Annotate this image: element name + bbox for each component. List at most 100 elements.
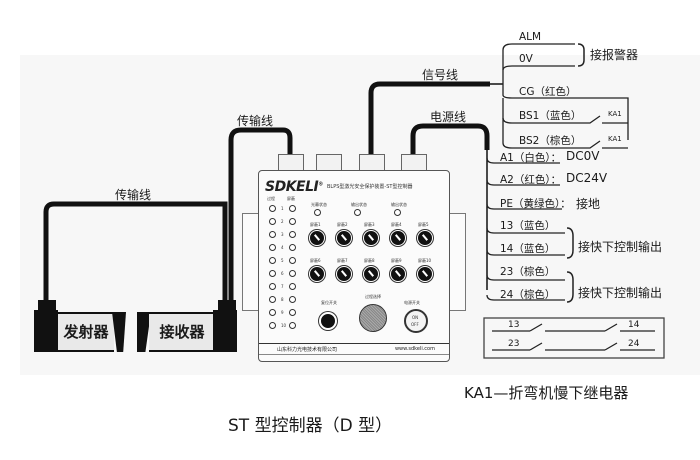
mute-led xyxy=(289,244,296,251)
relay-caption: KA1—折弯机慢下继电器 xyxy=(464,384,629,402)
status-label-2: 输出状态 xyxy=(351,202,367,207)
wire-label-a2: A2（红色）： xyxy=(500,174,562,186)
relay-label-ka1-bs2: KA1 xyxy=(608,135,622,143)
mute-knob-label: 屏蔽8 xyxy=(364,258,375,263)
channel-number: 6 xyxy=(281,271,284,276)
wire-value-a2: DC24V xyxy=(566,171,608,185)
mute-knob-label: 屏蔽7 xyxy=(337,258,348,263)
contact-label-24: 24 xyxy=(628,339,640,349)
transmission-cable-left xyxy=(43,201,228,310)
led-column-label-process: 过程 xyxy=(267,196,275,201)
wire-label-14: 14（蓝色） xyxy=(500,243,556,255)
power-switch-label: 电源开关 xyxy=(404,300,420,305)
mute-led xyxy=(289,257,296,264)
process-led xyxy=(269,257,276,264)
mute-led xyxy=(289,296,296,303)
wire-label-a1: A1（白色）： xyxy=(500,152,562,164)
mute-knob-label: 屏蔽3 xyxy=(364,222,375,227)
contact-label-14: 14 xyxy=(628,320,640,330)
process-led xyxy=(269,231,276,238)
mute-knob-label: 屏蔽5 xyxy=(418,222,429,227)
mute-knob[interactable] xyxy=(363,230,379,246)
wire-label-bs1: BS1（蓝色） xyxy=(519,110,582,122)
receiver-body: 接收器 xyxy=(149,312,215,352)
status-led xyxy=(354,209,361,216)
reset-switch-button[interactable] xyxy=(319,312,337,330)
process-led xyxy=(269,322,276,329)
mute-led xyxy=(289,309,296,316)
reset-switch-label: 复位开关 xyxy=(321,300,337,305)
signal-wire-fan xyxy=(502,43,629,149)
process-led xyxy=(269,205,276,212)
channel-number: 4 xyxy=(281,245,284,250)
wire-label-13: 13（蓝色） xyxy=(500,220,556,232)
process-led xyxy=(269,283,276,290)
receiver-label: 接收器 xyxy=(159,323,205,341)
channel-number: 2 xyxy=(281,219,284,224)
mute-knob[interactable] xyxy=(390,266,406,282)
mute-knob[interactable] xyxy=(309,266,325,282)
status-led xyxy=(394,209,401,216)
mute-led xyxy=(289,231,296,238)
process-led xyxy=(269,244,276,251)
emitter-cable-gland xyxy=(38,300,56,310)
process-led xyxy=(269,309,276,316)
mute-knob[interactable] xyxy=(336,230,352,246)
contact-label-13: 13 xyxy=(508,320,520,330)
wire-label-pe: PE（黄绿色）： xyxy=(500,198,571,210)
figure-caption: ST 型控制器（D 型） xyxy=(228,416,393,436)
channel-number: 10 xyxy=(281,323,287,328)
process-led xyxy=(269,270,276,277)
power-switch[interactable]: ON OFF xyxy=(404,309,428,333)
mute-knob[interactable] xyxy=(363,266,379,282)
receiver-end-cap xyxy=(213,310,237,352)
mute-knob[interactable] xyxy=(309,230,325,246)
controller-footer: 山东科力光电技术有限公司 www.sdkeli.com xyxy=(259,343,449,355)
mute-knob[interactable] xyxy=(417,230,433,246)
signal-cable-label: 信号线 xyxy=(422,68,459,82)
status-label-3: 输出状态 xyxy=(391,202,407,207)
wire-value-pe: 接地 xyxy=(576,197,601,211)
process-selector-dial[interactable] xyxy=(359,304,387,332)
channel-number: 5 xyxy=(281,258,284,263)
emitter-end-cap xyxy=(34,310,58,352)
mute-knob-label: 屏蔽4 xyxy=(391,222,402,227)
mute-knob-label: 屏蔽2 xyxy=(337,222,348,227)
wire-label-23: 23（棕色） xyxy=(500,266,556,278)
output-group-label-1: 接快下控制输出 xyxy=(578,240,663,254)
mute-led xyxy=(289,205,296,212)
status-led xyxy=(314,209,321,216)
company-name: 山东科力光电技术有限公司 xyxy=(277,347,338,353)
led-column-label-mute: 屏蔽 xyxy=(287,196,295,201)
relay-label-ka1-bs1: KA1 xyxy=(608,110,622,118)
wire-label-alm: ALM xyxy=(519,31,542,43)
wire-label-0v: 0V xyxy=(519,53,533,65)
contact-label-23: 23 xyxy=(508,339,520,349)
mounting-ear-right xyxy=(448,213,466,311)
mute-knob[interactable] xyxy=(390,230,406,246)
power-cable xyxy=(410,123,490,156)
channel-number: 3 xyxy=(281,232,284,237)
mute-knob-label: 屏蔽10 xyxy=(418,258,432,263)
mute-knob[interactable] xyxy=(417,266,433,282)
transmission-cable-top xyxy=(228,127,293,310)
power-cable-label: 电源线 xyxy=(430,110,467,124)
mute-led xyxy=(289,218,296,225)
power-off-mark: OFF xyxy=(411,322,419,327)
selector-label: 过程选择 xyxy=(365,294,381,299)
emitter-label: 发射器 xyxy=(63,323,109,341)
signal-cable xyxy=(368,81,490,156)
mute-led xyxy=(289,270,296,277)
wire-label-24: 24（棕色） xyxy=(500,289,556,301)
channel-number: 1 xyxy=(281,206,284,211)
transmission-cable-label-left: 传输线 xyxy=(115,188,152,202)
alarm-group-label: 接报警器 xyxy=(590,48,639,62)
relay-diagram xyxy=(483,317,665,359)
mute-knob[interactable] xyxy=(336,266,352,282)
power-on-mark: ON xyxy=(412,315,419,320)
emitter-body: 发射器 xyxy=(58,312,114,352)
mute-knob-label: 屏蔽9 xyxy=(391,258,402,263)
brand-logo: SDKELI® xyxy=(265,179,323,195)
